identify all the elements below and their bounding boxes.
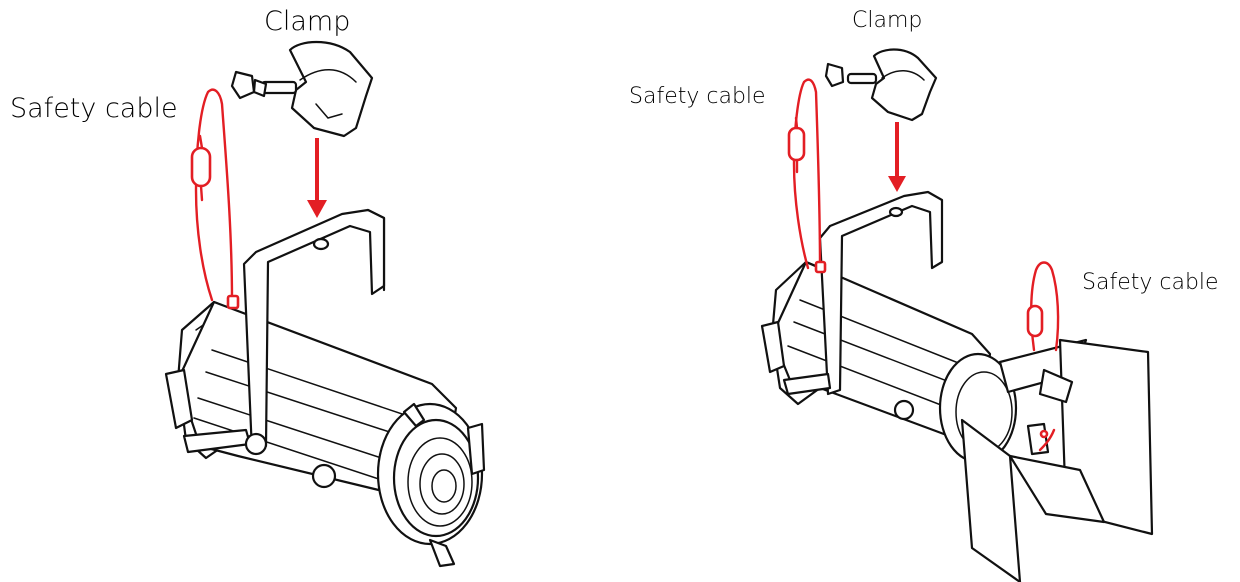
- right-fixture: [760, 190, 1154, 582]
- right-arrow: [888, 122, 906, 192]
- left-safety-cable-label: Safety cable: [10, 93, 178, 124]
- left-fixture: [164, 208, 486, 568]
- right-safety-cable-barndoor: [1026, 261, 1060, 452]
- left-arrow: [307, 138, 327, 218]
- left-clamp: [230, 41, 374, 138]
- right-clamp-label: Clamp: [852, 8, 923, 33]
- right-safety-cable-top: [787, 78, 827, 274]
- right-clamp: [824, 48, 938, 122]
- left-clamp-label: Clamp: [264, 6, 351, 37]
- right-safety-cable-label-barndoor: Safety cable: [1082, 270, 1219, 295]
- right-safety-cable-label-top: Safety cable: [629, 84, 766, 109]
- left-safety-cable: [190, 88, 240, 310]
